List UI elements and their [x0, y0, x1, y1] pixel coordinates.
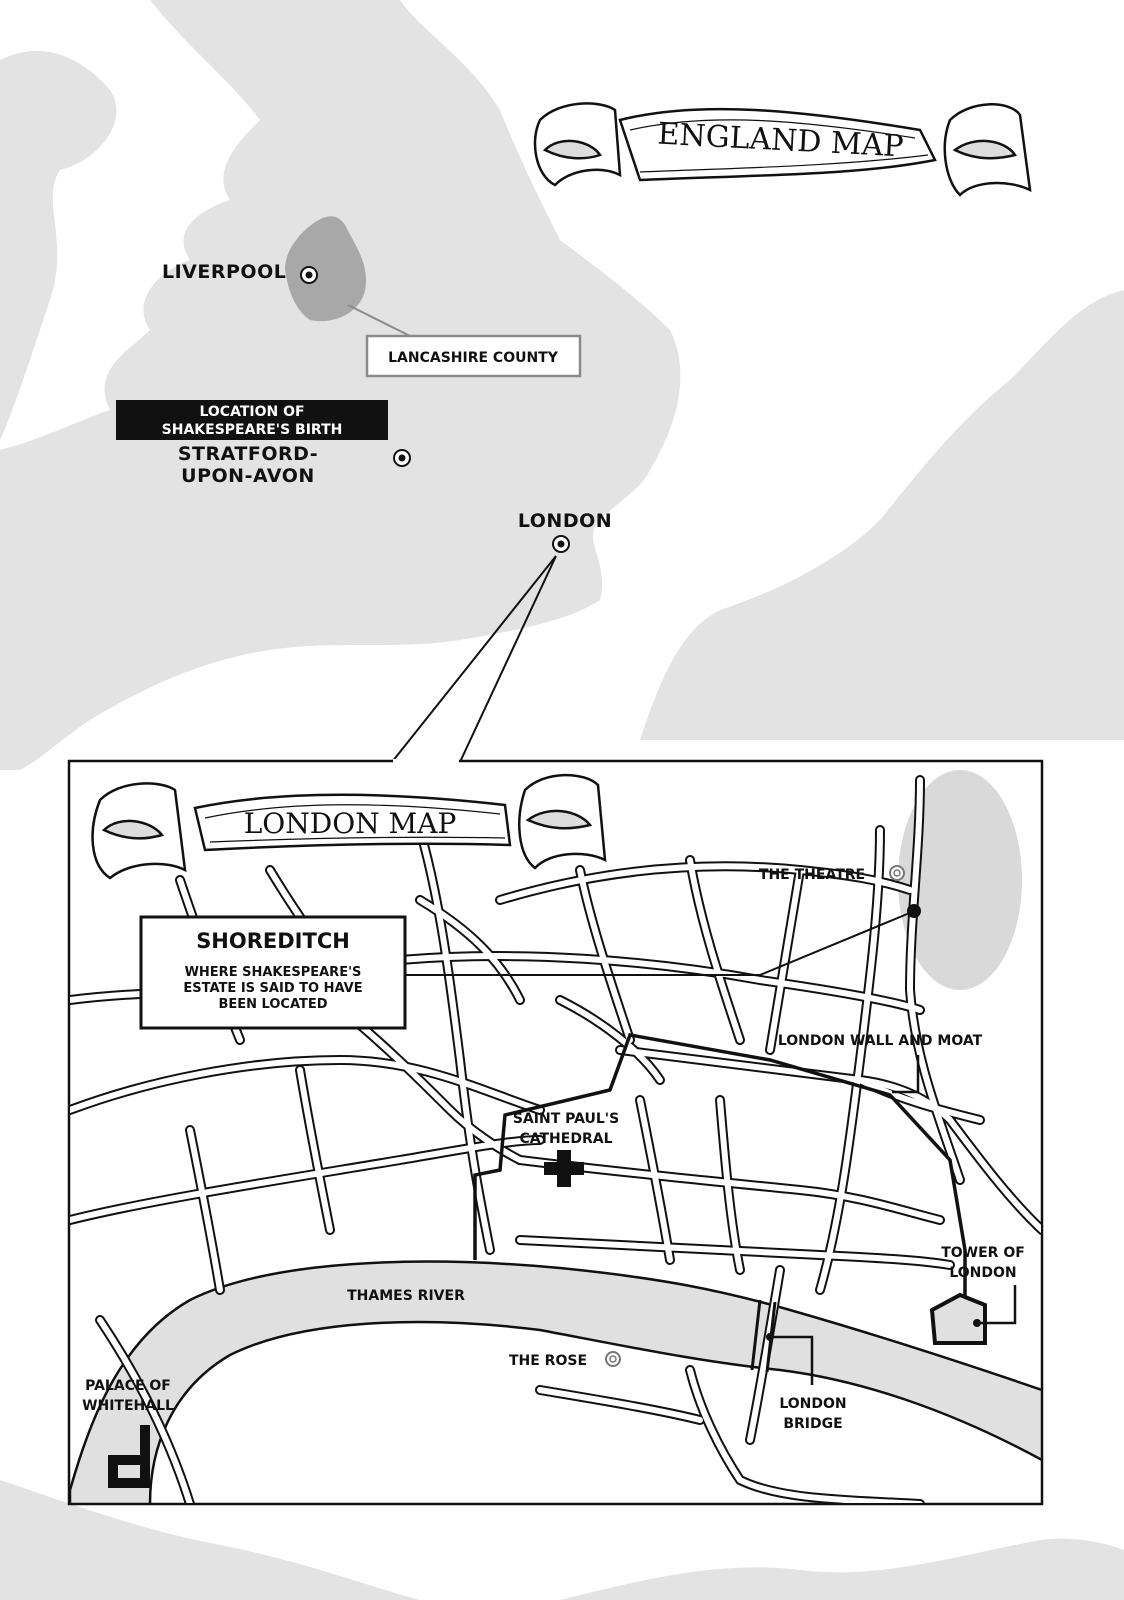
st-pauls-label-line2: CATHEDRAL: [519, 1131, 612, 1147]
london-callout-pointer: [391, 555, 557, 763]
liverpool-label: LIVERPOOL: [162, 261, 286, 283]
theatre-marker-icon: [889, 865, 905, 881]
london-wall-and-moat: [473, 1033, 967, 1300]
london-map-banner: LONDON MAP: [91, 773, 607, 880]
shoreditch-desc-line3: BEEN LOCATED: [218, 997, 327, 1012]
birth-tag-line2: SHAKESPEARE'S BIRTH: [162, 422, 343, 438]
palace-of-whitehall-marker[interactable]: [108, 1425, 150, 1488]
shoreditch-title: SHOREDITCH: [196, 929, 350, 953]
stratford-marker[interactable]: [393, 449, 411, 467]
thames-river-label: THAMES RIVER: [347, 1288, 465, 1304]
shoreditch-area: [898, 770, 1022, 990]
birth-tag-line1: LOCATION OF: [199, 404, 304, 420]
london-wall-label: LONDON WALL AND MOAT: [778, 1033, 983, 1049]
lancashire-county-region: [285, 216, 366, 322]
st-pauls-label-line1: SAINT PAUL'S: [513, 1111, 619, 1127]
whitehall-label-line2: WHITEHALL: [82, 1398, 174, 1414]
the-rose-label: THE ROSE: [509, 1353, 587, 1369]
tower-of-london-marker[interactable]: [929, 1285, 1017, 1345]
theatre-marker-icon: [605, 1351, 621, 1367]
tower-label-line2: LONDON: [949, 1265, 1016, 1281]
scroll-banner-icon: [91, 773, 607, 880]
scroll-banner-icon: [533, 102, 1032, 197]
palace-icon: [108, 1425, 150, 1488]
whitehall-label-line1: PALACE OF: [85, 1378, 171, 1394]
stratford-label-line2: UPON-AVON: [181, 465, 315, 487]
the-theatre-label: THE THEATRE: [759, 867, 865, 883]
cross-icon: [544, 1150, 584, 1187]
liverpool-marker[interactable]: [300, 266, 318, 284]
lancashire-leader-line: [347, 304, 411, 337]
london-marker[interactable]: [552, 535, 570, 553]
shoreditch-info-box: SHOREDITCH WHERE SHAKESPEARE'S ESTATE IS…: [139, 904, 921, 1030]
the-rose-marker[interactable]: [605, 1351, 621, 1367]
london-bridge[interactable]: [750, 1299, 814, 1385]
london-map-title: LONDON MAP: [244, 807, 457, 840]
birth-location-tag: LOCATION OF SHAKESPEARE'S BIRTH: [116, 400, 388, 440]
england-map-banner: ENGLAND MAP: [533, 102, 1032, 197]
shoreditch-desc-line2: ESTATE IS SAID TO HAVE: [183, 981, 362, 996]
london-inset-map: LONDON MAP SHOREDITCH WHERE SHAKESPEARE'…: [67, 759, 1044, 1506]
st-pauls-cathedral-marker[interactable]: [544, 1150, 584, 1187]
lancashire-label-box: LANCASHIRE COUNTY: [365, 334, 582, 378]
london-label: LONDON: [518, 510, 612, 532]
lancashire-label: LANCASHIRE COUNTY: [388, 350, 559, 366]
the-theatre-marker[interactable]: [889, 865, 905, 881]
stratford-label-line1: STRATFORD-: [178, 443, 318, 465]
thames-river: [70, 1260, 1041, 1503]
shoreditch-marker[interactable]: [907, 904, 921, 918]
london-bridge-label-line1: LONDON: [779, 1396, 846, 1412]
london-wall-pointer: [892, 1055, 920, 1094]
london-bridge-label-line2: BRIDGE: [783, 1416, 842, 1432]
shoreditch-desc-line1: WHERE SHAKESPEARE'S: [185, 965, 362, 980]
tower-label-line1: TOWER OF: [941, 1245, 1025, 1261]
